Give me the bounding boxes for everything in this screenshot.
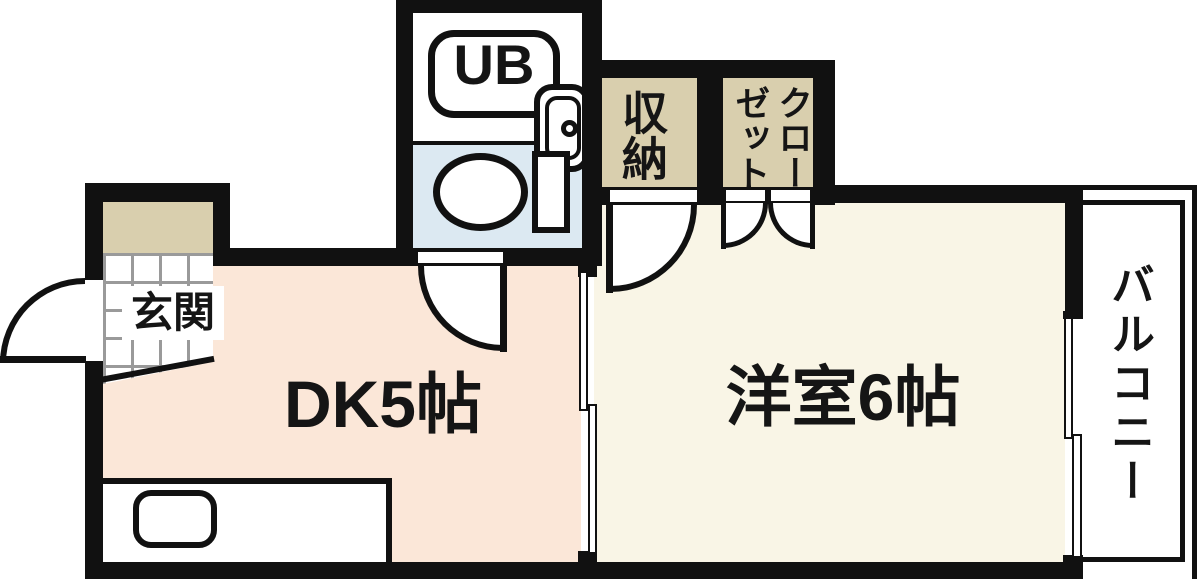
sliding-door-panel-right (588, 404, 597, 554)
wall-ub-right (582, 0, 602, 266)
wall-left-outer (85, 183, 103, 579)
label-entrance: 玄関 (122, 286, 224, 340)
sliding-door-panel-left (579, 271, 588, 411)
label-western-room: 洋室6帖 (725, 360, 961, 435)
wall-storage-door-frame (598, 187, 611, 205)
wall-storage-top (582, 60, 835, 78)
storage-door-leaf (606, 205, 613, 293)
storage-interior (602, 77, 697, 188)
balcony-window-panel-bottom (1072, 434, 1082, 558)
wall-bottom-outer (85, 562, 1083, 579)
balcony-rail-outer-right (1192, 185, 1197, 579)
wall-ub-left (396, 0, 413, 250)
washbasin-drain (561, 120, 578, 137)
bathroom-door-opening (418, 249, 503, 266)
entrance-door-leaf (0, 356, 86, 363)
label-storage: 収納 (616, 89, 668, 181)
entrance-door-opening (85, 277, 103, 364)
wall-entrance-right (213, 202, 230, 259)
label-balcony: バルコニー (1104, 261, 1153, 507)
wall-entrance-top (85, 183, 230, 202)
balcony-rail-inner-right (1180, 200, 1185, 562)
closet-interior (723, 77, 813, 188)
storage-door-opening (610, 187, 697, 205)
closet-door-opening-left (723, 187, 768, 204)
balcony-rail-outer-top (1083, 185, 1197, 190)
wall-western-top (820, 185, 1083, 203)
balcony-rail-inner-top (1083, 200, 1185, 205)
bathroom-door-leaf (500, 266, 507, 352)
label-closet: クローゼット (730, 84, 812, 190)
shoe-cabinet (103, 202, 213, 253)
toilet-tank (532, 151, 570, 233)
toilet-bowl (433, 153, 528, 231)
label-ub: UB (453, 32, 535, 96)
window-cap-top (1063, 311, 1083, 319)
wall-slide-stub-bottom (578, 551, 597, 566)
closet-door-leaf-left (721, 203, 726, 249)
kitchen-sink (133, 490, 217, 548)
balcony-rail-inner-bottom (1083, 557, 1185, 562)
entrance-door-swing-arc (0, 278, 85, 363)
closet-door-opening-right (768, 187, 813, 204)
window-cap-bottom (1063, 555, 1083, 564)
wall-dk-top (213, 248, 600, 266)
wall-closet-right (813, 60, 835, 205)
balcony-window-panel-top (1064, 317, 1073, 439)
wall-balcony-pier (1065, 202, 1083, 317)
label-dk: DK5帖 (283, 367, 483, 442)
closet-door-leaf-right (810, 203, 815, 249)
wall-ub-top (396, 0, 600, 13)
wall-storage-divider (697, 77, 723, 205)
